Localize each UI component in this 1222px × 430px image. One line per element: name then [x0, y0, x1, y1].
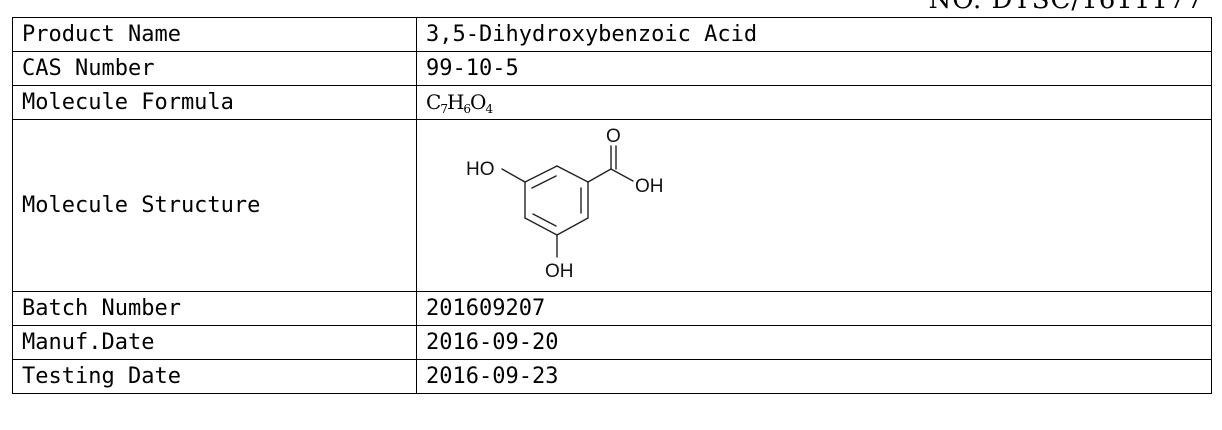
label-molecule-structure: Molecule Structure [12, 119, 417, 292]
formula-count-c: 7 [440, 101, 448, 116]
value-batch-number: 201609207 [416, 291, 1212, 326]
formula-element-c: C [426, 89, 441, 114]
atom-label-ho: HO [466, 159, 495, 180]
formula-element-h: H [446, 89, 464, 114]
label-cas-number: CAS Number [12, 51, 417, 86]
benzene-ring [524, 164, 589, 236]
table-row-manuf-date: Manuf.Date 2016-09-20 [12, 325, 1212, 360]
value-testing-date: 2016-09-23 [416, 359, 1212, 394]
value-manuf-date: 2016-09-20 [416, 325, 1212, 360]
value-product-name: 3,5-Dihydroxybenzoic Acid [416, 17, 1212, 52]
atom-label-ring-oh: OH [545, 261, 574, 282]
molecule-structure-diagram: HO O OH OH [466, 126, 664, 282]
table-row-cas-number: CAS Number 99-10-5 [12, 51, 1212, 86]
label-batch-number: Batch Number [12, 291, 417, 326]
molecular-formula: C7H6O4 [426, 89, 493, 116]
table-row-product-name: Product Name 3,5-Dihydroxybenzoic Acid [12, 17, 1212, 52]
table-row-molecule-structure: Molecule Structure [12, 119, 1212, 292]
label-testing-date: Testing Date [12, 359, 417, 394]
value-cas-number: 99-10-5 [416, 51, 1212, 86]
atom-label-acid-oh: OH [635, 176, 664, 197]
label-manuf-date: Manuf.Date [12, 325, 417, 360]
table-row-molecule-formula: Molecule Formula C7H6O4 [12, 85, 1212, 120]
atom-label-carbonyl-o: O [606, 126, 621, 147]
table-row-testing-date: Testing Date 2016-09-23 [12, 359, 1212, 394]
formula-count-o: 4 [485, 101, 493, 116]
label-molecule-formula: Molecule Formula [12, 85, 417, 120]
product-spec-table: Product Name 3,5-Dihydroxybenzoic Acid C… [12, 17, 1212, 394]
document-number: NO. DTSC/1611177 [928, 0, 1204, 15]
value-molecule-formula: C7H6O4 [416, 85, 1212, 120]
table-row-batch-number: Batch Number 201609207 [12, 291, 1212, 326]
label-product-name: Product Name [12, 17, 417, 52]
value-molecule-structure: HO O OH OH [416, 119, 1212, 292]
substituent-bonds [501, 144, 634, 258]
formula-count-h: 6 [463, 101, 471, 116]
formula-element-o: O [470, 89, 486, 114]
